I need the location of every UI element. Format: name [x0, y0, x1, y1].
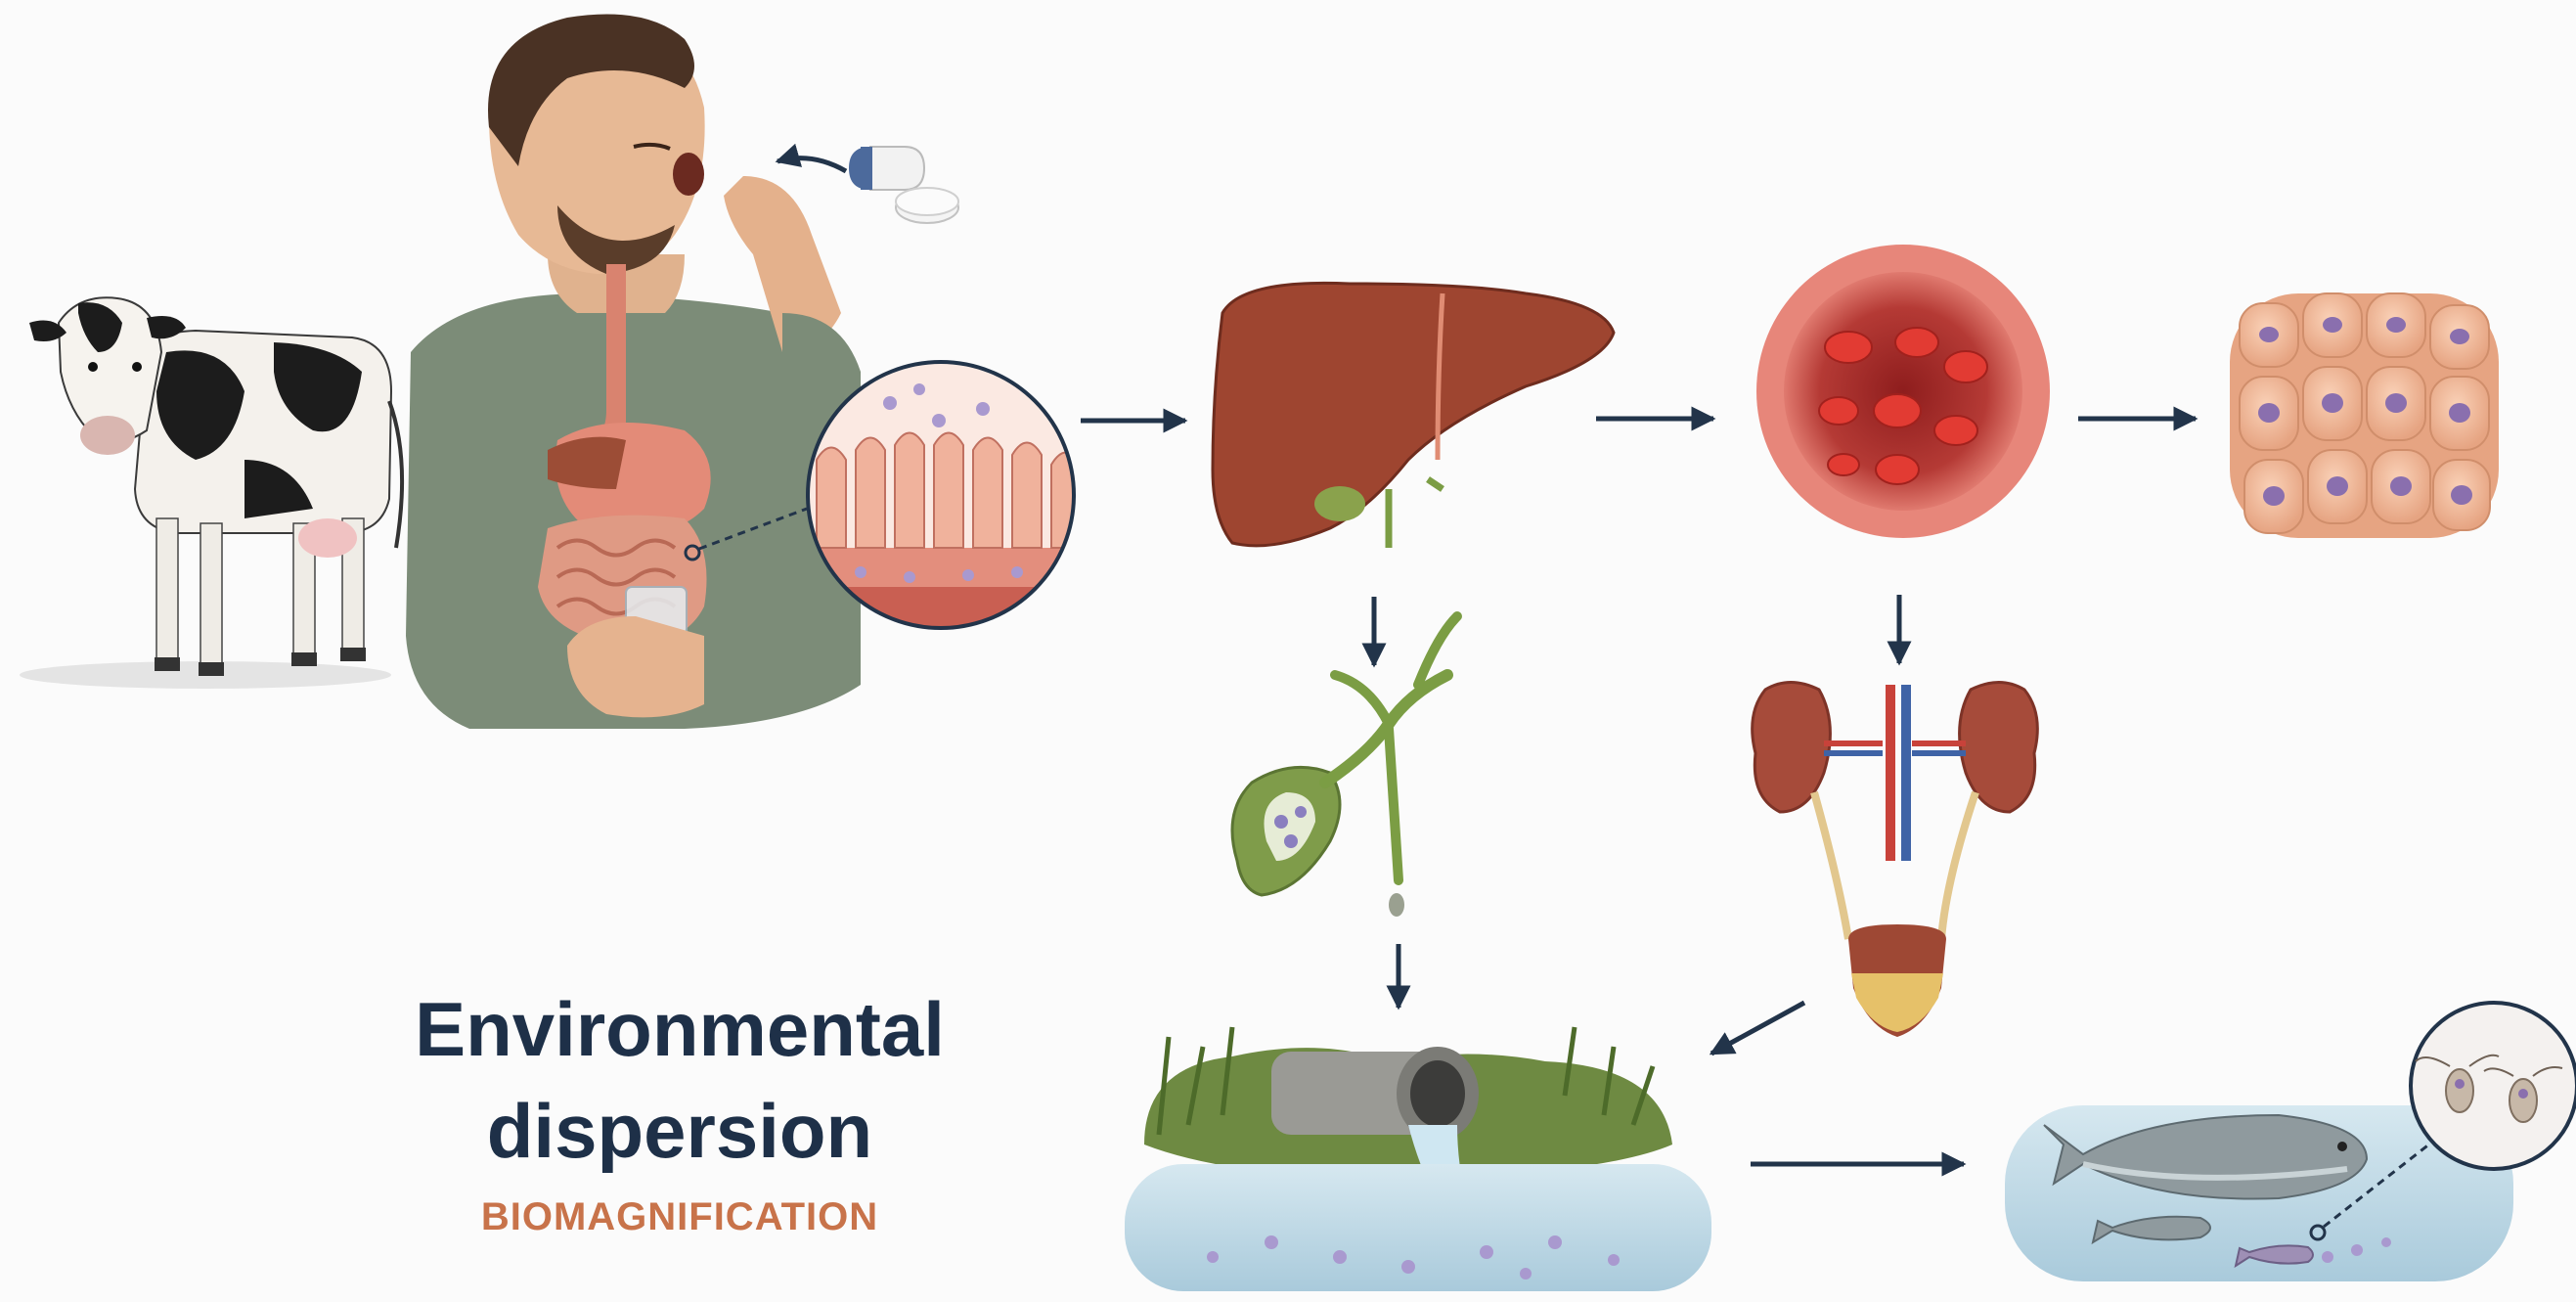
pill-capsule-icon	[777, 147, 958, 223]
gallbladder-icon	[1232, 616, 1457, 917]
liver-icon	[1213, 283, 1614, 548]
title-line-1: Environmental	[391, 978, 968, 1080]
cow-icon	[20, 297, 402, 689]
man-taking-pill-icon	[406, 14, 861, 729]
arrow-bladder-to-pipe	[1711, 1003, 1804, 1054]
tissue-cells-icon	[2230, 293, 2499, 538]
sewage-pipe-icon	[1125, 1027, 1711, 1291]
diagram-subtitle: BIOMAGNIFICATION	[391, 1195, 968, 1239]
diagram-title: Environmental dispersion	[391, 978, 968, 1182]
plankton-magnifier-icon	[2411, 1003, 2576, 1169]
kidneys-bladder-icon	[1753, 683, 2038, 1038]
blood-vessel-icon	[1756, 245, 2050, 538]
title-line-2: dispersion	[391, 1080, 968, 1182]
